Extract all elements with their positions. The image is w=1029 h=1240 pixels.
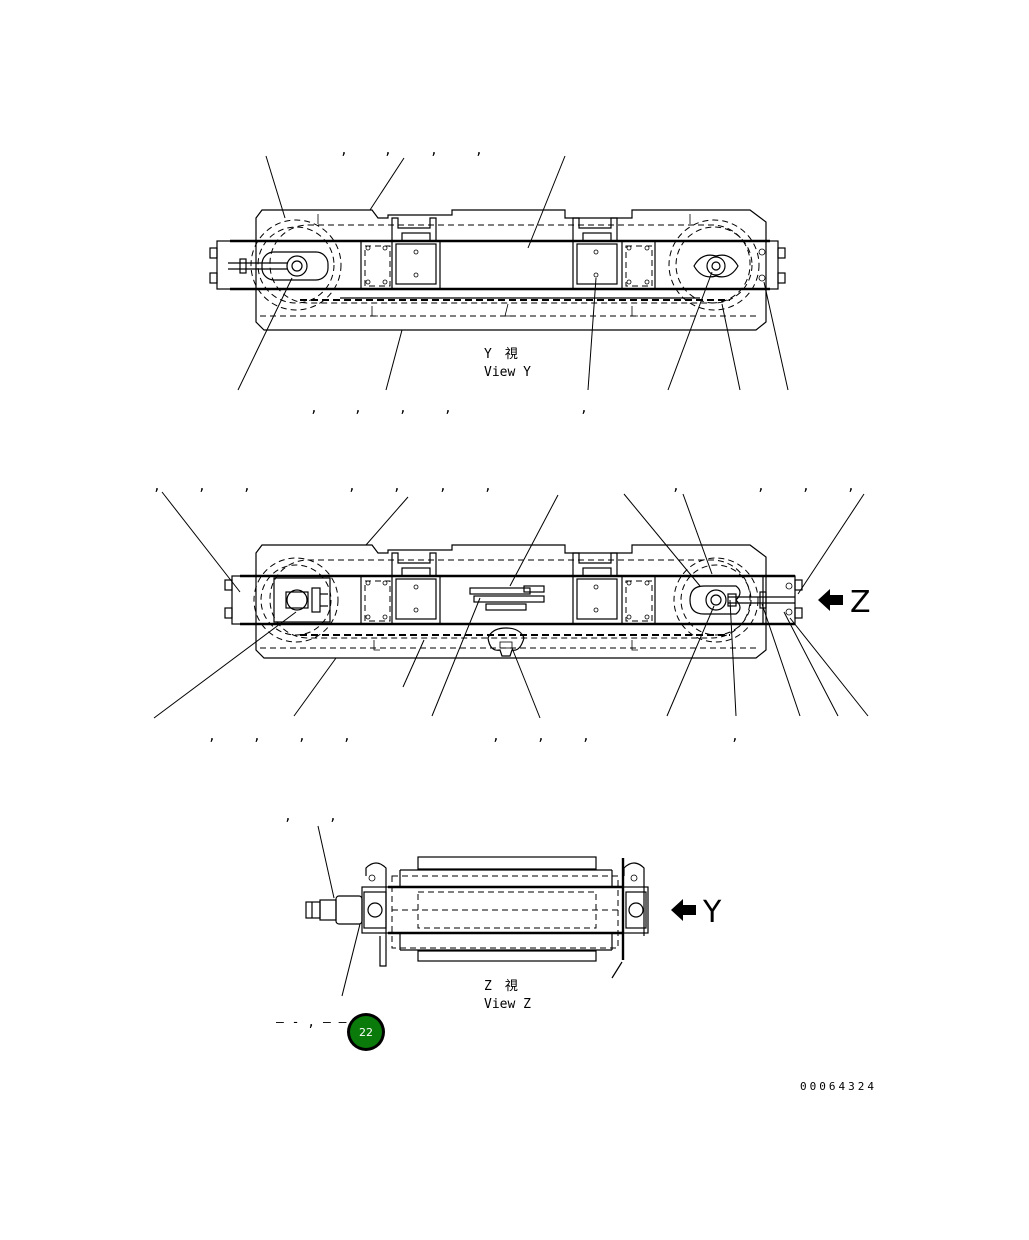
top-view-callouts: , , , , , , , , ,	[310, 143, 588, 416]
callout-mark: ,	[537, 729, 545, 744]
part-reference[interactable]: – - , – – 22	[276, 1013, 385, 1051]
callout-mark: ,	[393, 479, 401, 494]
callout-mark: ,	[284, 809, 292, 824]
callout-mark: ,	[580, 401, 588, 416]
middle-view-callouts: , , , , , , , , , , , , , , , , , , ,	[153, 479, 855, 744]
callout-mark: ,	[439, 479, 447, 494]
arrow-left-icon	[671, 899, 696, 921]
callout-mark: ,	[340, 143, 348, 158]
part-number-badge-fill	[350, 1016, 382, 1048]
callout-mark: ,	[298, 729, 306, 744]
callout-mark: ,	[847, 479, 855, 494]
end-assembly-view	[305, 856, 649, 979]
callout-mark: ,	[310, 401, 318, 416]
middle-view-leader-lines	[153, 491, 869, 719]
view-y-label-en: View Y	[484, 365, 531, 380]
top-assembly-view	[209, 209, 786, 331]
callout-mark: ,	[329, 809, 337, 824]
view-y-arrow-letter: Y	[702, 895, 722, 930]
callout-mark: ,	[444, 401, 452, 416]
end-view-leader-lines	[317, 825, 361, 997]
callout-mark: ,	[399, 401, 407, 416]
callout-mark: ,	[348, 479, 356, 494]
callout-mark: ,	[198, 479, 206, 494]
view-z-arrow: Z	[818, 585, 871, 620]
callout-mark: ,	[672, 479, 680, 494]
callout-mark: ,	[582, 729, 590, 744]
drawing-code: 00064324	[800, 1080, 877, 1093]
callout-mark: ,	[343, 729, 351, 744]
callout-mark: ,	[757, 479, 765, 494]
view-z-arrow-letter: Z	[850, 585, 871, 620]
callout-mark: ,	[253, 729, 261, 744]
callout-mark: ,	[354, 401, 362, 416]
end-view-callouts: , ,	[284, 809, 337, 824]
callout-mark: ,	[492, 729, 500, 744]
view-y-arrow: Y	[671, 895, 722, 930]
callout-mark: ,	[731, 729, 739, 744]
part-number-label: 22	[359, 1026, 373, 1039]
view-y-label-jp: Y 視	[484, 347, 518, 362]
callout-mark: ,	[475, 143, 483, 158]
middle-assembly-view	[224, 544, 803, 659]
callout-mark: ,	[153, 479, 161, 494]
callout-mark: ,	[208, 729, 216, 744]
top-view-leader-lines	[237, 155, 789, 391]
callout-mark: ,	[430, 143, 438, 158]
arrow-left-icon	[818, 589, 843, 611]
callout-mark: ,	[243, 479, 251, 494]
callout-mark: ,	[484, 479, 492, 494]
callout-mark: ,	[384, 143, 392, 158]
callout-mark: ,	[802, 479, 810, 494]
view-z-label-en: View Z	[484, 997, 531, 1012]
view-z-label-jp: Z 視	[484, 979, 518, 994]
part-reference-dashes: – - , – –	[276, 1015, 347, 1030]
